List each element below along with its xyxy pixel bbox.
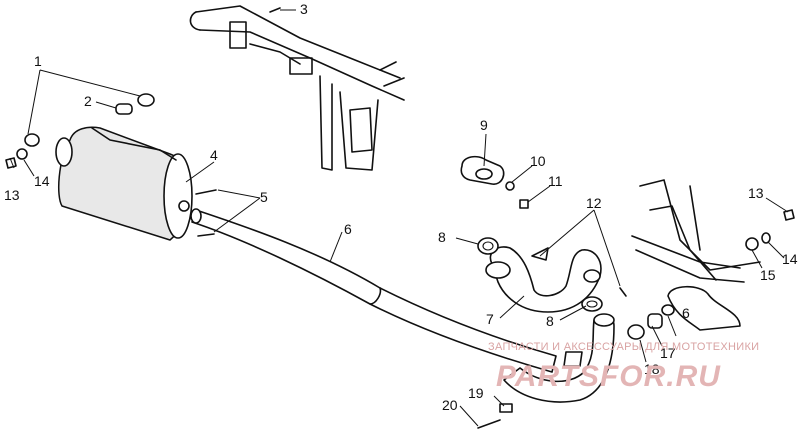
- callout-15: 15: [760, 267, 776, 283]
- callout-2: 2: [84, 93, 92, 109]
- callout-17: 17: [660, 345, 676, 361]
- frame-upper: [189, 5, 405, 171]
- frame-right: [631, 179, 761, 331]
- callout-6-right: 6: [682, 305, 690, 321]
- exhaust-pipe: [190, 208, 557, 373]
- callout-8-lower: 8: [546, 313, 554, 329]
- callout-13-right: 13: [748, 185, 764, 201]
- callout-20: 20: [442, 397, 458, 413]
- callout-numbers: 1 2 3 4 5 6 6 7 8 8 9 10 11 12 13 13 14 …: [4, 1, 798, 413]
- callout-12: 12: [586, 195, 602, 211]
- callout-6: 6: [344, 221, 352, 237]
- callout-9: 9: [480, 117, 488, 133]
- callout-7: 7: [486, 311, 494, 327]
- callout-8-upper: 8: [438, 229, 446, 245]
- callout-1: 1: [34, 53, 42, 69]
- muffler: [55, 126, 193, 241]
- callout-18: 18: [644, 361, 660, 377]
- callout-13-left: 13: [4, 187, 20, 203]
- callout-14-right: 14: [782, 251, 798, 267]
- leader-lines: [9, 9, 789, 427]
- callout-4: 4: [210, 147, 218, 163]
- callout-14-left: 14: [34, 173, 50, 189]
- callout-10: 10: [530, 153, 546, 169]
- watermark-logo: PARTSFOR.RU: [496, 360, 721, 393]
- callout-11: 11: [548, 173, 563, 189]
- watermark: ЗАПЧАСТИ И АКСЕССУАРЫ ДЛЯ МОТОТЕХНИКИ PA…: [488, 341, 759, 393]
- callout-5: 5: [260, 189, 268, 205]
- flange-assembly: [460, 155, 627, 312]
- callout-3: 3: [300, 1, 308, 17]
- watermark-caption: ЗАПЧАСТИ И АКСЕССУАРЫ ДЛЯ МОТОТЕХНИКИ: [488, 341, 759, 353]
- callout-19: 19: [468, 385, 484, 401]
- expansion-chamber: [485, 246, 615, 403]
